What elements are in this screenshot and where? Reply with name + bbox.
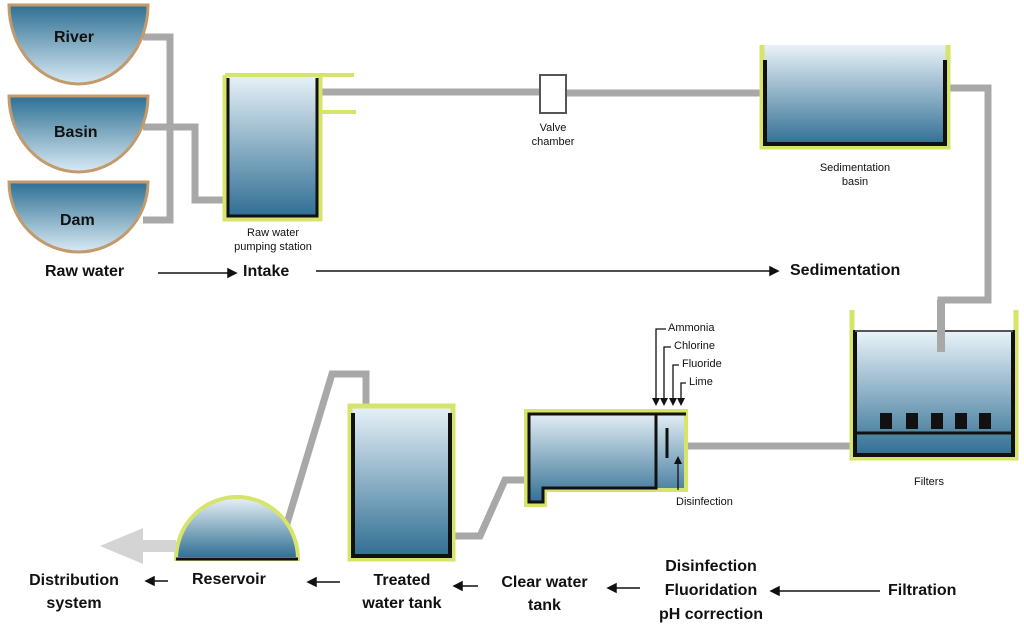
chemical-dosing-lines	[655, 328, 686, 490]
stage-treatment: Disinfection Fluoridation pH correction	[658, 558, 763, 623]
filters-label: Filters	[914, 476, 944, 488]
clear-to-treated-pipe	[455, 476, 524, 540]
dam-bowl	[7, 180, 150, 254]
dam-label: Dam	[60, 212, 95, 229]
stage-sedimentation: Sedimentation	[790, 262, 901, 279]
filters-tank	[849, 310, 1019, 461]
filters-inlet-pipe	[937, 300, 945, 352]
river-label: River	[54, 29, 95, 46]
disinfection-point-label: Disinfection	[676, 496, 733, 508]
stage-filtration: Filtration	[888, 582, 957, 599]
treated-water-tank	[347, 403, 456, 562]
chemical-chlorine-label: Chlorine	[674, 340, 715, 352]
valve-chamber-label: Valve chamber	[531, 122, 575, 149]
treated-to-reservoir-pipe	[281, 370, 370, 532]
stage-intake: Intake	[243, 263, 290, 280]
sedimentation-basin-label: Sedimentation basin	[819, 162, 891, 189]
valve-chamber-box	[539, 74, 567, 114]
stage-reservoir: Reservoir	[192, 571, 266, 588]
chemical-lime-label: Lime	[689, 376, 713, 388]
stage-clear-water-tank: Clear water tank	[501, 574, 588, 615]
filter-block	[880, 413, 892, 429]
filter-block	[906, 413, 918, 429]
filter-block	[955, 413, 967, 429]
process-arrows	[144, 265, 880, 597]
chemical-ammonia-label: Ammonia	[668, 322, 715, 334]
stage-treated-water-tank: Treated water tank	[362, 572, 442, 613]
clear-water-tank	[524, 409, 688, 507]
pumping-station-tank	[222, 73, 356, 222]
stage-raw-water: Raw water	[45, 263, 125, 280]
basin-pipe	[143, 123, 226, 204]
stage-distribution-system: Distribution system	[29, 572, 119, 613]
distribution-arrow	[100, 528, 176, 564]
reservoir-dome	[173, 495, 301, 561]
basin-bowl	[7, 94, 150, 174]
basin-label: Basin	[54, 124, 98, 141]
chemical-fluoride-label: Fluoride	[682, 358, 722, 370]
sedimentation-tank	[759, 45, 951, 150]
filter-block	[931, 413, 943, 429]
river-bowl	[7, 3, 150, 86]
pumping-station-label: Raw water pumping station	[234, 227, 312, 254]
chemical-arrowheads	[652, 398, 685, 464]
filter-block	[979, 413, 991, 429]
